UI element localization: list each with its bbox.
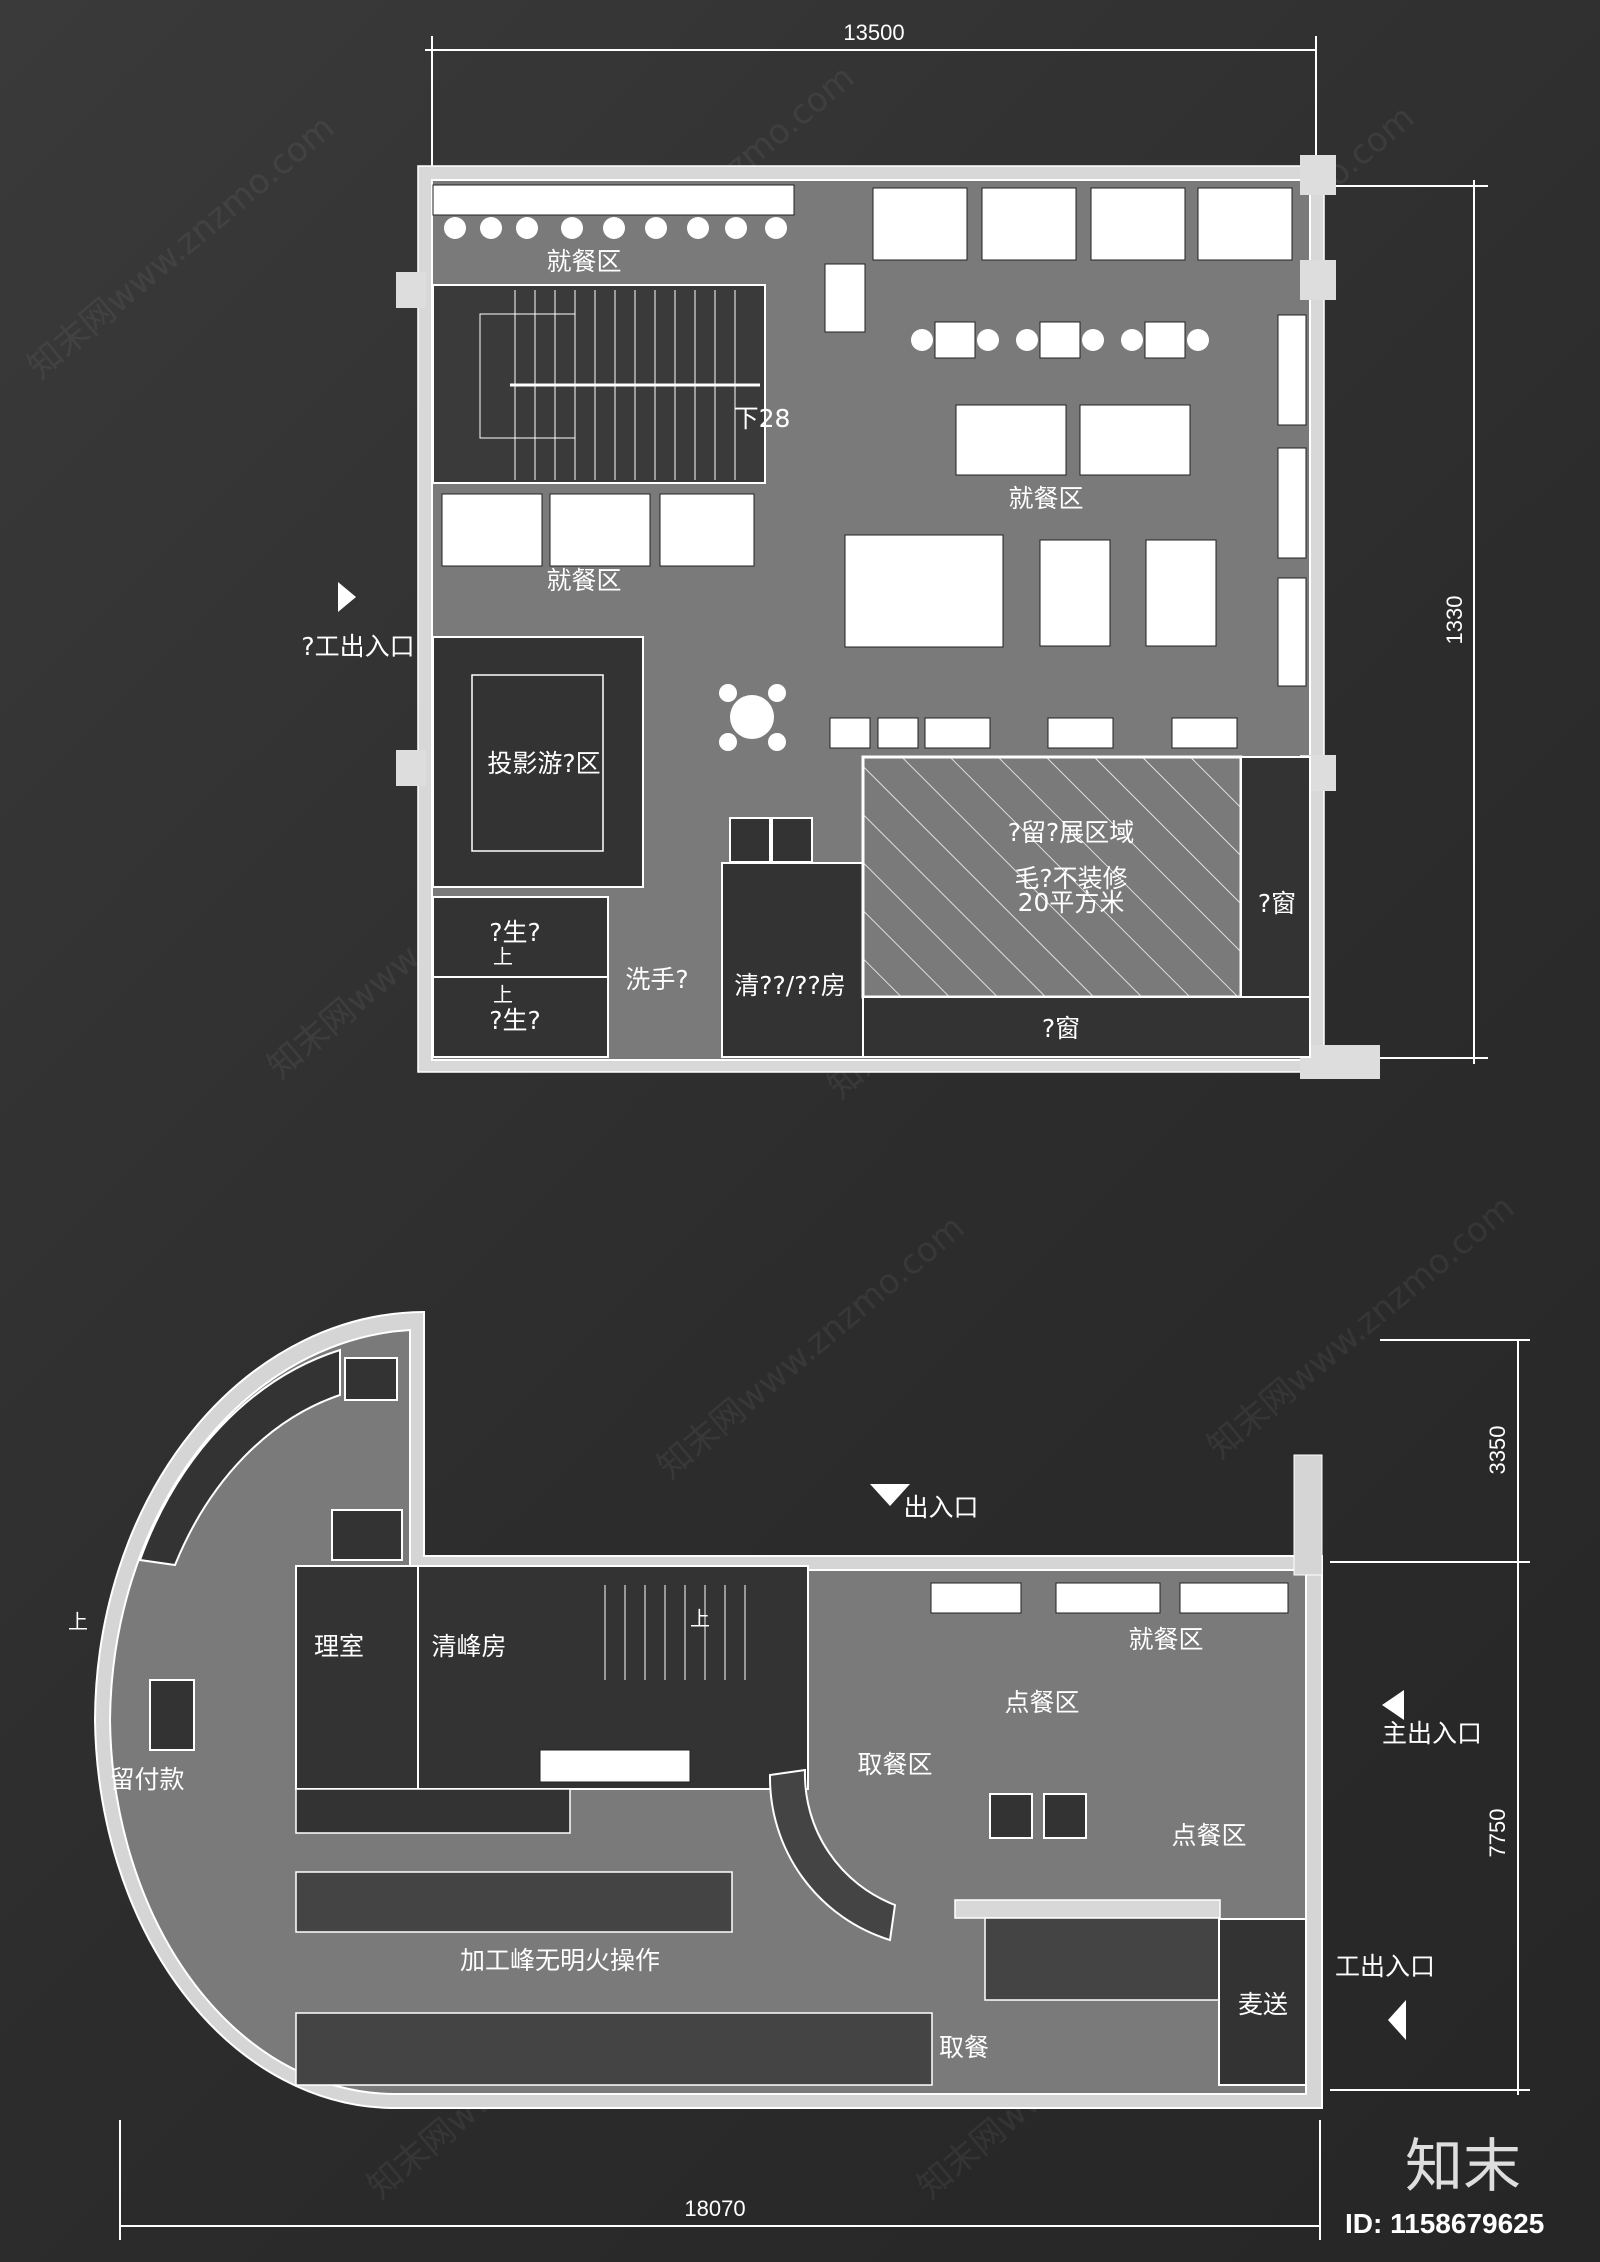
kiosk <box>1043 1793 1087 1839</box>
label-dining-left: 就餐区 <box>546 566 621 595</box>
svg-text:知末网www.znzmo.com: 知末网www.znzmo.com <box>650 1207 972 1486</box>
column <box>396 272 426 308</box>
cleaning-room <box>721 862 864 1058</box>
dimension-label: 18070 <box>684 2196 745 2221</box>
label-wash: 洗手? <box>625 965 688 994</box>
label-cleaning-room: 清??/??房 <box>734 971 846 1000</box>
dimension-height-lower: 3350 7750 <box>1330 1339 1530 2095</box>
label-window-bottom: ?窗 <box>1042 1014 1080 1043</box>
label-pickup-area: 取餐区 <box>857 1750 932 1779</box>
image-id: ID: 1158679625 <box>1345 2208 1544 2239</box>
label-projection-area: 投影游?区 <box>487 749 600 778</box>
stairs <box>604 1585 746 1680</box>
dimension-label: 1330 <box>1442 596 1467 645</box>
column <box>1300 155 1336 195</box>
label-delivery: 麦送 <box>1238 1990 1288 2019</box>
dimension-label: 3350 <box>1485 1426 1510 1475</box>
label-up-2: 上 <box>493 983 513 1007</box>
label-cashier: 留付款 <box>109 1765 184 1794</box>
curved-counter <box>138 1348 341 1567</box>
reserved-area <box>861 755 1243 999</box>
dimension-label: 7750 <box>1485 1809 1510 1858</box>
svg-text:知末网www.znzmo.com: 知末网www.znzmo.com <box>1200 1187 1522 1466</box>
dimension-width-lower: 18070 <box>119 2120 1321 2240</box>
label-dining-center: 就餐区 <box>1008 484 1083 513</box>
delivery-room <box>1218 1918 1307 2086</box>
label-up-1: 上 <box>493 945 513 969</box>
bench <box>432 184 795 216</box>
main-entrance-arrow-icon <box>1382 1690 1404 1720</box>
label-staff-entrance: ?工出入口 <box>301 632 414 661</box>
booths-top <box>872 187 1293 261</box>
booths-left <box>441 493 755 567</box>
equipment-row <box>295 2012 933 2086</box>
label-unfinished: 毛?不装修 <box>1014 864 1127 893</box>
entrance-arrow-icon <box>870 1484 910 1506</box>
service-counter <box>984 1917 1220 2001</box>
partition <box>954 1899 1221 1919</box>
svg-text:知末网www.znzmo.com: 知末网www.znzmo.com <box>20 107 342 386</box>
cashier-desk <box>149 1679 195 1751</box>
label-manager-room: 理室 <box>314 1632 364 1661</box>
stairs-down-label: 下28 <box>734 404 791 433</box>
label-staff-entrance: 工出入口 <box>1335 1952 1435 1981</box>
bench-row <box>295 1788 571 1834</box>
upper-floor-plan: 13500 1330 <box>301 20 1488 1079</box>
logo: 知末 <box>1405 2132 1521 2200</box>
label-window-right: ?窗 <box>1258 889 1296 918</box>
kiosk <box>989 1793 1033 1839</box>
label-dining: 就餐区 <box>1128 1625 1203 1654</box>
wall-segment <box>1293 1454 1323 1576</box>
label-area-size: 20平方米 <box>1018 888 1125 917</box>
counter <box>539 1749 691 1783</box>
equipment <box>344 1357 398 1401</box>
dining-tables <box>719 263 1307 751</box>
label-dining-top: 就餐区 <box>546 247 621 276</box>
label-cleaning-room: 清峰房 <box>431 1632 506 1661</box>
label-main-entrance: 主出入口 <box>1382 1719 1482 1748</box>
label-up-left: 上 <box>68 1610 88 1634</box>
label-ordering-2: 点餐区 <box>1171 1821 1246 1850</box>
projection-room <box>432 636 644 888</box>
entrance-arrow-icon <box>338 582 356 612</box>
column <box>1300 1045 1380 1079</box>
kitchen-line <box>295 1871 733 1933</box>
staff-entrance-arrow-icon <box>1388 2000 1406 2040</box>
booths-top <box>930 1582 1289 1614</box>
label-restroom-1: ?生? <box>489 918 541 947</box>
window-strip-bottom <box>862 996 1311 1058</box>
label-reserved-area: ?留?展区域 <box>1008 818 1135 847</box>
manager-room <box>295 1565 419 1790</box>
dimension-label: 13500 <box>843 20 904 45</box>
staircase <box>432 284 766 484</box>
label-pickup: 取餐 <box>939 2033 989 2062</box>
label-up-stairs: 上 <box>690 1607 710 1631</box>
label-ordering-1: 点餐区 <box>1004 1688 1079 1717</box>
dimension-height-upper: 1330 <box>1320 180 1488 1064</box>
lower-floor-plan: 18070 3350 7750 <box>68 1310 1530 2240</box>
label-processing: 加工峰无明火操作 <box>460 1946 660 1975</box>
label-restroom-2: ?生? <box>489 1006 541 1035</box>
dimension-width-upper: 13500 <box>425 20 1317 170</box>
pickup-counter <box>768 1768 897 1942</box>
stools <box>444 217 787 239</box>
label-entrance: 出入口 <box>903 1493 978 1522</box>
column <box>396 750 426 786</box>
column <box>1300 260 1336 300</box>
